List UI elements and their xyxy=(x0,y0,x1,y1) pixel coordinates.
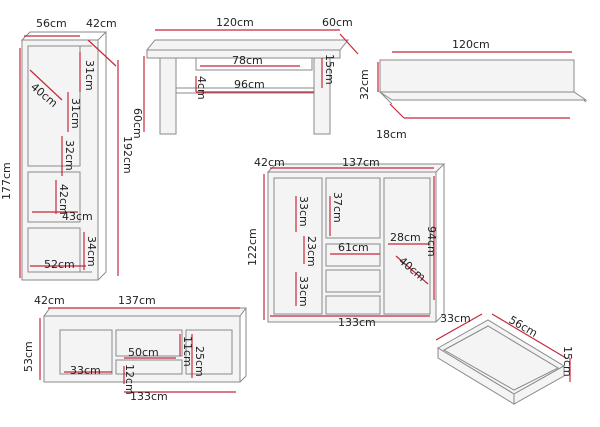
dresser-inner-height-label: 94cm xyxy=(425,226,438,257)
table-height-label: 60cm xyxy=(131,108,144,139)
vitrine-body-height-label: 177cm xyxy=(0,162,13,200)
drawer-depth-label: 33cm xyxy=(440,312,471,325)
vitrine-shelf-b-label: 31cm xyxy=(69,98,82,129)
shelf-width-label: 120cm xyxy=(452,38,490,51)
vitrine-width-label: 56cm xyxy=(36,17,67,30)
dresser-mid-width-label: 61cm xyxy=(338,241,369,254)
table-gap-label: 15cm xyxy=(323,54,336,85)
tv-niche-width-label: 50cm xyxy=(128,346,159,359)
tv-base-width-label: 133cm xyxy=(130,390,168,403)
vitrine-shelf-c-label: 32cm xyxy=(63,140,76,171)
console-table: 120cm 60cm 78cm 15cm 60cm 4cm 96cm xyxy=(131,16,359,139)
table-inner-width-label: 96cm xyxy=(234,78,265,91)
table-leg-label: 4cm xyxy=(195,76,208,100)
vitrine-drawer-height-label: 34cm xyxy=(85,236,98,267)
tv-height-label: 53cm xyxy=(22,341,35,372)
vitrine-inner-width-label: 43cm xyxy=(62,210,93,223)
wall-shelf: 120cm 32cm 18cm xyxy=(358,38,588,141)
tv-depth-label: 42cm xyxy=(34,294,65,307)
vitrine-base-width-label: 52cm xyxy=(44,258,75,271)
dresser-comp-d-label: 33cm xyxy=(297,276,310,307)
dresser-comp-c-label: 23cm xyxy=(305,236,318,267)
drawer-detail: 33cm 56cm 15cm xyxy=(435,312,574,405)
dresser-comp-a-label: 33cm xyxy=(297,196,310,227)
shelf-depth-label: 18cm xyxy=(376,128,407,141)
tv-width-label: 137cm xyxy=(118,294,156,307)
table-depth-label: 60cm xyxy=(322,16,353,29)
vitrine-shelf-a-label: 31cm xyxy=(83,60,96,91)
dresser-width-label: 137cm xyxy=(342,156,380,169)
dresser-cabinet: 42cm 137cm 122cm 33cm 37cm 23cm 61cm 28c… xyxy=(246,156,446,329)
vitrine-cabinet: 56cm 42cm 31cm 40cm 31cm 177cm 192cm 32c… xyxy=(0,17,134,281)
drawer-height-label: 15cm xyxy=(561,346,574,377)
table-shelf-width-label: 78cm xyxy=(232,54,263,67)
tv-drawer-height-label: 12cm xyxy=(123,364,136,395)
vitrine-total-height-label: 192cm xyxy=(121,136,134,174)
shelf-height-label: 32cm xyxy=(358,69,371,100)
tv-stand: 42cm 137cm 53cm 50cm 11cm 25cm 33cm 12cm… xyxy=(22,294,247,403)
dresser-comp-b-label: 37cm xyxy=(331,192,344,223)
dresser-drawer-width-label: 28cm xyxy=(390,231,421,244)
dresser-base-width-label: 133cm xyxy=(338,316,376,329)
vitrine-shelf-d-label: 42cm xyxy=(57,184,70,215)
tv-niche-depth-label: 25cm xyxy=(193,346,206,377)
vitrine-depth-label: 42cm xyxy=(86,17,117,30)
dresser-height-label: 122cm xyxy=(246,228,259,266)
tv-niche-height-label: 11cm xyxy=(181,336,194,367)
tv-drawer-width-label: 33cm xyxy=(70,364,101,377)
table-width-label: 120cm xyxy=(216,16,254,29)
dresser-depth-label: 42cm xyxy=(254,156,285,169)
